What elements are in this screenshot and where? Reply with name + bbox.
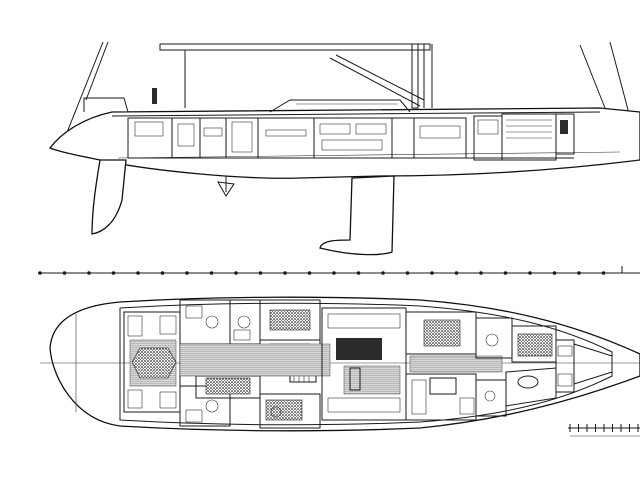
ruler-mark [62,271,67,275]
ruler-mark [307,271,312,275]
ruler-mark [356,271,361,275]
ruler-mark [528,271,532,275]
profile-interior [127,113,575,161]
crew-berth-port [423,319,461,347]
ruler-mark [381,271,385,275]
guest-berth-stbd-2 [265,399,303,421]
aft-rigging-line [579,44,606,109]
station-ruler [38,266,640,275]
forepeak [505,325,613,407]
forepeak-berth-port [517,333,553,357]
keel-bulb [319,175,395,256]
windlass [152,88,157,104]
saloon [321,307,407,421]
ruler-mark [258,271,263,275]
ruler-mark [552,271,557,275]
ruler-marks [38,271,606,275]
aft-cabin [123,311,181,413]
inner-hull-line [119,302,613,426]
forward-rudder [91,159,127,235]
saloon-settee-stbd [327,397,401,413]
ruler-mark [136,271,140,275]
boom [159,43,431,51]
ruler-mark [601,271,606,275]
ruler-mark [111,271,116,275]
ruler-mark [454,271,459,275]
ruler-mark [283,271,287,275]
vang-inner [335,54,425,101]
accommodation-plan-view [40,296,640,432]
aft-heads [179,299,261,427]
saloon-settee-port [327,313,401,329]
ruler-mark [38,271,42,275]
ruler-mark [209,271,214,275]
scale-bar-ticks [569,424,639,432]
profile-view [48,41,640,256]
owner-berth [131,347,177,379]
ruler-mark [577,271,581,275]
waterline [117,151,621,159]
deckhouse [269,99,411,113]
inner-forestay-line [85,41,109,101]
mast-section [411,43,419,109]
ruler-mark [160,271,165,275]
ruler-mark [503,271,508,275]
ruler-mark [87,271,91,275]
corridor-sole [179,343,331,377]
ruler-mark [405,271,410,275]
ruler-mark [332,271,336,275]
bow-pulpit [83,97,129,113]
guest-berth-port [269,309,311,331]
ruler-mark [479,271,483,275]
guest-berth-stbd [205,377,251,395]
hull-profile [48,107,640,179]
sheer-line [111,111,601,117]
scale-bar [568,424,640,437]
ruler-mark [234,271,238,275]
saloon-table [336,338,382,360]
ruler-mark [185,271,189,275]
vang [329,57,421,107]
ruler-mark [430,271,434,275]
galley-crew-area [405,311,513,421]
